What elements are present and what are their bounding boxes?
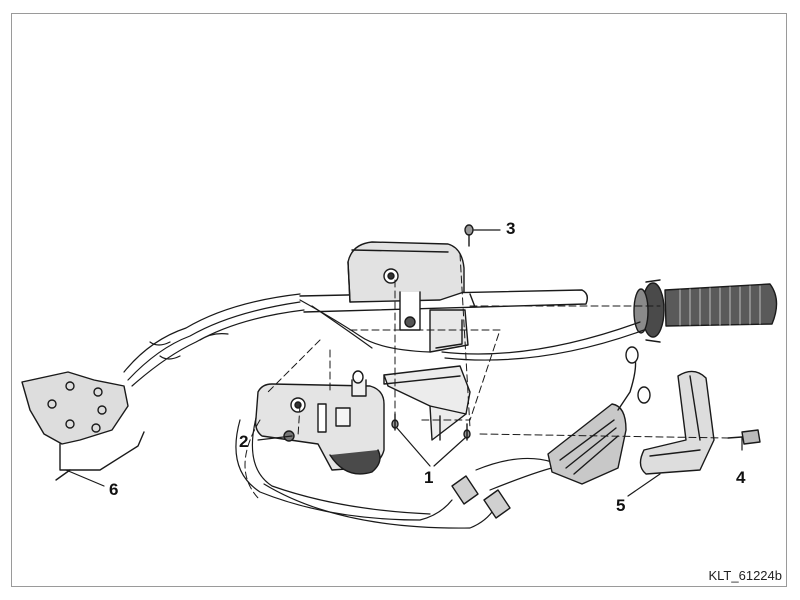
- callout-label-4: 4: [736, 468, 746, 487]
- assembly-guide-lines: [244, 253, 729, 501]
- lower-switch-housing: [383, 365, 471, 441]
- left-switch-unit: [254, 370, 385, 475]
- callout-label-1: 1: [424, 468, 434, 487]
- wiring-harness: [123, 293, 645, 387]
- right-cover: [639, 370, 715, 475]
- upper-switch-housing: [347, 241, 469, 353]
- screw-3: [464, 224, 474, 247]
- callout-label-6: 6: [109, 480, 119, 499]
- brake-master-cylinder: [21, 371, 145, 481]
- callout-leader-lines: [65, 229, 743, 497]
- handlebar-tube: [299, 289, 589, 313]
- cable-runs: [235, 417, 561, 529]
- plug-connectors: [451, 475, 511, 519]
- callout-label-5: 5: [616, 496, 626, 515]
- callout-label-2: 2: [239, 432, 249, 451]
- diagram-frame: [11, 13, 787, 587]
- callout-label-3: 3: [506, 219, 516, 238]
- screw-4: [727, 429, 761, 445]
- drawing-reference-code: KLT_61224b: [708, 568, 783, 583]
- handlebar-grip: [633, 279, 778, 343]
- right-switch-shell: [547, 346, 651, 485]
